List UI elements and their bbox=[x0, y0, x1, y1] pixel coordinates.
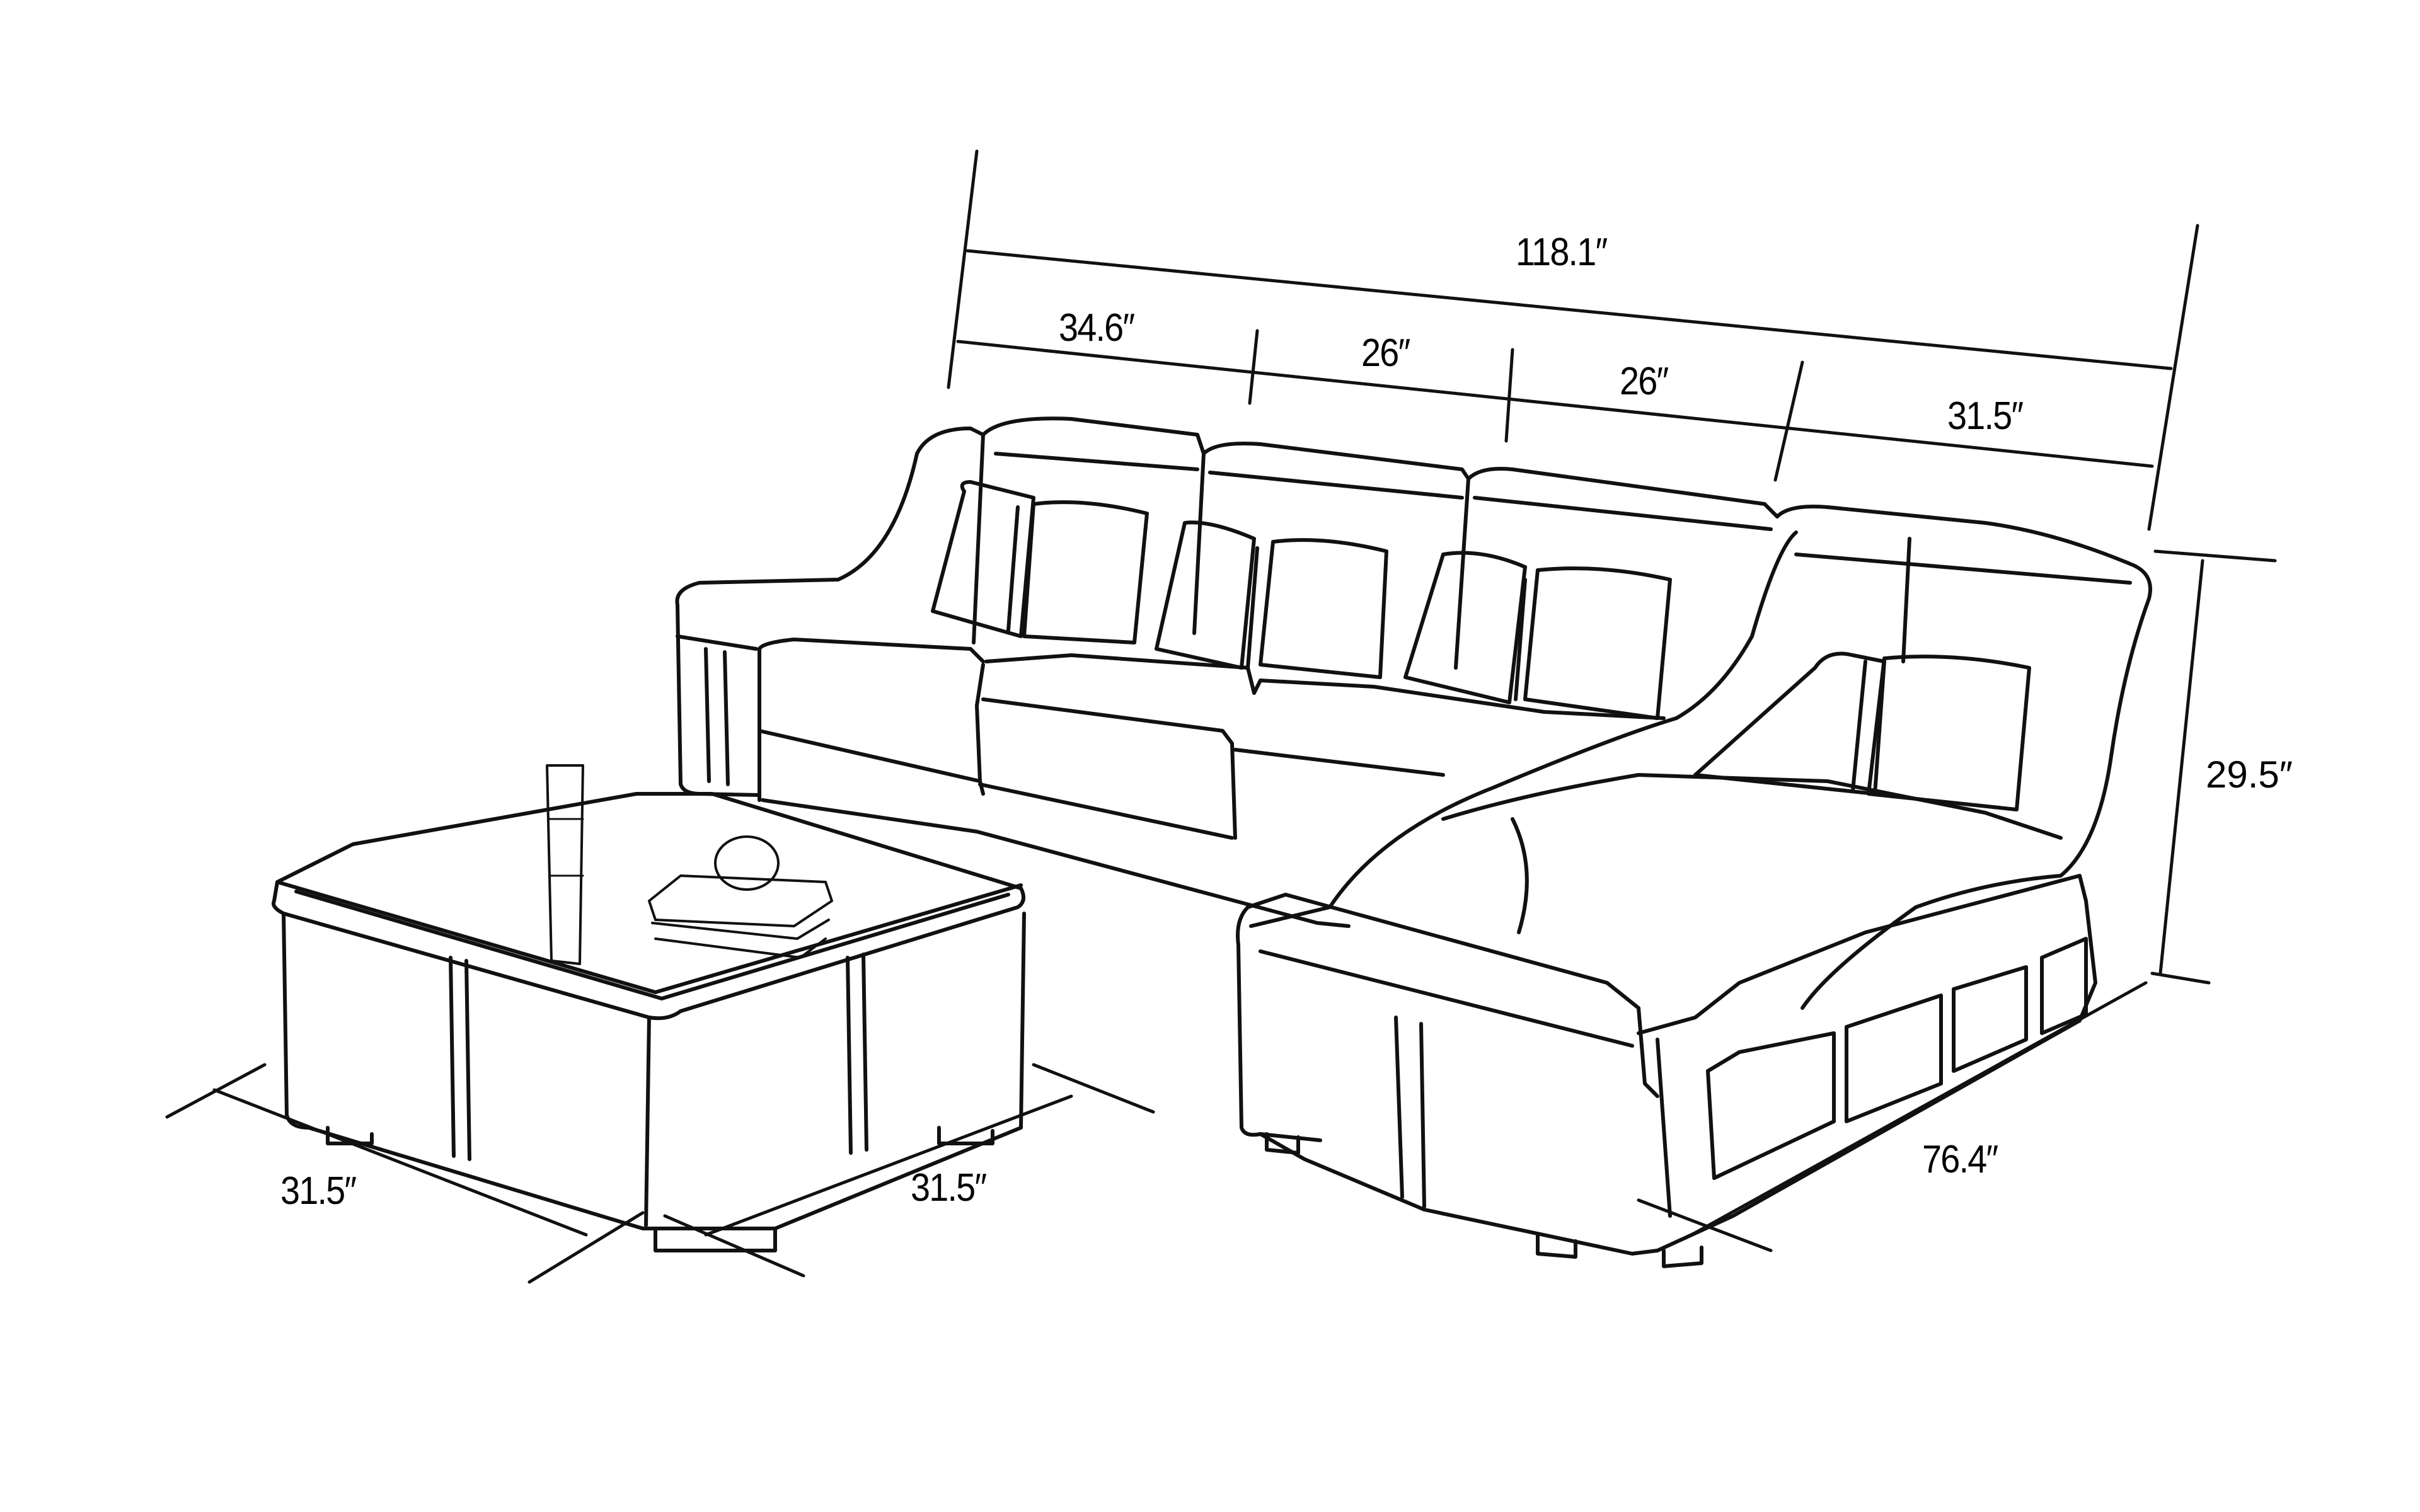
dimension-segment-1-label: 34.6″ bbox=[1059, 306, 1135, 350]
dimension-total-width-label: 118.1″ bbox=[1516, 231, 1608, 274]
dimension-table-width-label: 31.5″ bbox=[280, 1169, 357, 1213]
dimension-segment-3-label: 26″ bbox=[1620, 360, 1669, 403]
dimension-lines bbox=[165, 149, 2277, 1284]
coffee-table bbox=[272, 764, 1026, 1252]
dimension-chaise-depth-label: 76.4″ bbox=[1922, 1138, 1998, 1181]
sofa-body bbox=[675, 416, 2152, 1268]
dimension-segment-4-label: 31.5″ bbox=[1947, 394, 2024, 438]
dimension-table-depth-label: 31.5″ bbox=[911, 1166, 987, 1210]
dimension-segment-2-label: 26″ bbox=[1361, 331, 1410, 375]
dimension-height-label: 29.5″ bbox=[2206, 753, 2293, 796]
